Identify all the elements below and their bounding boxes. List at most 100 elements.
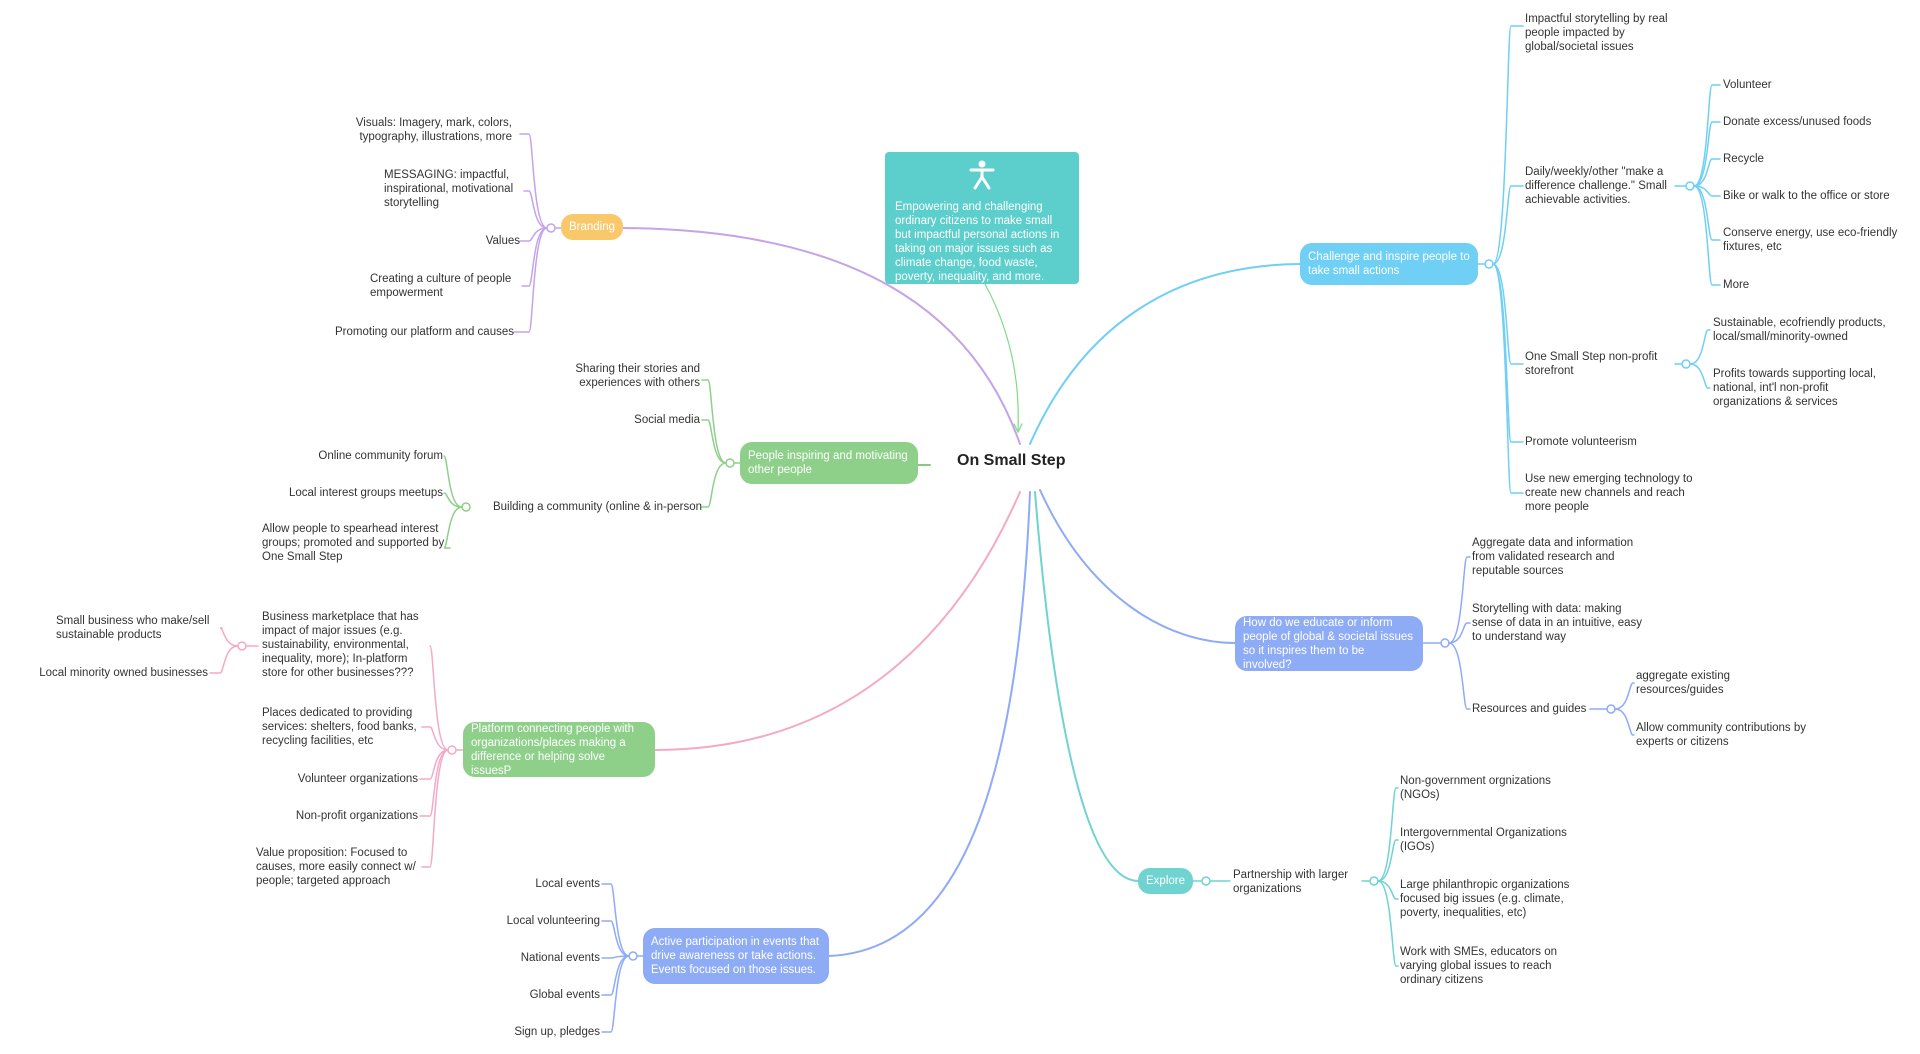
educate-connector [1448,556,1471,644]
platform-connector [421,726,449,751]
daily-handle[interactable] [1685,181,1695,191]
branch-platform [654,491,1021,751]
challenge-connector [1492,263,1524,443]
platform-volunteer-orgs[interactable]: Volunteer organizations [297,773,418,785]
central-topic[interactable]: On Small Step [957,452,1066,469]
educate-aggregate-data[interactable]: Aggregate data and information from vali… [1472,537,1634,577]
daily-bike-walk[interactable]: Bike or walk to the office or store [1723,190,1890,202]
marketplace-handle[interactable] [237,641,247,651]
active-local-events[interactable]: Local events [535,878,600,890]
daily-more[interactable]: More [1723,279,1750,291]
marketplace-small-business[interactable]: Small business who make/sell sustainable… [56,615,210,641]
branding-culture[interactable]: Creating a culture of people empowerment [370,273,512,299]
daily-conserve-energy[interactable]: Conserve energy, use eco-friendly fixtur… [1723,227,1898,253]
active-handle[interactable] [628,951,638,961]
resources-connector [1614,682,1635,710]
topic-explore[interactable]: Explore [1138,868,1193,894]
partnership-handle[interactable] [1369,876,1379,886]
daily-connector [1693,185,1721,286]
partnership-philanthropic[interactable]: Large philanthropic organizations focuse… [1400,879,1570,919]
active-connector [601,955,630,1033]
storefront-profits[interactable]: Profits towards supporting local, nation… [1713,368,1876,408]
branding-connector [523,190,548,229]
challenge-daily[interactable]: Daily/weekly/other "make a difference ch… [1525,166,1667,206]
active-sign-up[interactable]: Sign up, pledges [514,1026,600,1038]
people-handle[interactable] [725,458,735,468]
central-note[interactable]: Empowering and challenging ordinary citi… [885,152,1079,284]
daily-recycle[interactable]: Recycle [1723,153,1764,165]
topic-challenge[interactable]: Challenge and inspire people to take sma… [1300,243,1478,285]
marketplace-minority-owned[interactable]: Local minority owned businesses [39,667,208,679]
resources-aggregate[interactable]: aggregate existing resources/guides [1636,670,1730,696]
active-connector [601,955,630,959]
topic-active-participation[interactable]: Active participation in events that driv… [643,928,829,984]
marketplace-connector [219,627,239,647]
storefront-products[interactable]: Sustainable, ecofriendly products, local… [1713,317,1886,343]
branding-promoting[interactable]: Promoting our platform and causes [335,326,514,338]
educate-resources[interactable]: Resources and guides [1472,703,1587,715]
people-connector [701,379,727,464]
challenge-storytelling[interactable]: Impactful storytelling by real people im… [1525,13,1668,53]
branding-messaging[interactable]: MESSAGING: impactful, inspirational, mot… [384,169,514,209]
partnership-igos[interactable]: Intergovernmental Organizations (IGOs) [1400,827,1567,853]
topic-platform[interactable]: Platform connecting people with organiza… [463,722,655,777]
active-local-volunteering[interactable]: Local volunteering [506,915,600,927]
educate-connector [1448,642,1471,710]
platform-places[interactable]: Places dedicated to providing services: … [262,707,417,747]
topic-people[interactable]: People inspiring and motivating other pe… [740,442,918,484]
branch-branding [622,227,1021,445]
storefront-connector [1689,363,1711,389]
challenge-storefront[interactable]: One Small Step non-profit storefront [1525,351,1658,377]
community-meetups[interactable]: Local interest groups meetups [288,487,443,499]
educate-storytelling-data[interactable]: Storytelling with data: making sense of … [1472,603,1643,643]
challenge-technology[interactable]: Use new emerging technology to create ne… [1525,473,1693,513]
people-connector [701,462,727,508]
person-icon [895,160,1069,194]
people-community[interactable]: Building a community (online & in-person [492,501,702,513]
people-social-media[interactable]: Social media [634,414,700,426]
platform-handle[interactable] [447,745,457,755]
topic-educate[interactable]: How do we educate or inform people of gl… [1235,616,1423,671]
active-global-events[interactable]: Global events [529,989,600,1001]
community-spearhead[interactable]: Allow people to spearhead interest group… [262,523,445,563]
educate-handle[interactable] [1440,638,1450,648]
daily-donate[interactable]: Donate excess/unused foods [1723,116,1872,128]
platform-nonprofit-orgs[interactable]: Non-profit organizations [295,810,418,822]
partnership-connector [1377,880,1399,900]
storefront-connector [1689,329,1711,365]
partnership-connector [1377,880,1399,967]
educate-connector [1448,622,1471,644]
explore-partnership[interactable]: Partnership with larger organizations [1233,869,1349,895]
storefront-handle[interactable] [1681,359,1691,369]
challenge-connector [1492,263,1524,494]
active-national-events[interactable]: National events [520,952,600,964]
challenge-handle[interactable] [1484,259,1494,269]
daily-connector [1693,185,1721,241]
resources-community[interactable]: Allow community contributions by experts… [1636,722,1807,748]
branding-values[interactable]: Values [485,235,520,247]
community-handle[interactable] [461,502,471,512]
branding-visuals[interactable]: Visuals: Imagery, mark, colors, typograp… [355,117,512,143]
platform-connector [419,749,449,817]
note-text: Empowering and challenging ordinary citi… [895,201,1060,283]
people-sharing[interactable]: Sharing their stories and experiences wi… [575,363,700,389]
branch-educate [1039,489,1236,644]
marketplace-connector [209,645,239,674]
platform-marketplace[interactable]: Business marketplace that has impact of … [262,611,419,679]
branding-handle[interactable] [546,223,556,233]
branch-active [828,491,1031,957]
community-forum[interactable]: Online community forum [318,450,443,462]
resources-connector [1614,708,1635,736]
explore-handle[interactable] [1201,876,1211,886]
challenge-volunteerism[interactable]: Promote volunteerism [1525,436,1637,448]
partnership-ngos[interactable]: Non-government orgnizations (NGOs) [1400,775,1551,801]
topic-branding[interactable]: Branding [561,214,623,240]
platform-connector [421,749,449,868]
note-arrow-head [1013,423,1023,434]
platform-value-proposition[interactable]: Value proposition: Focused to causes, mo… [256,847,416,887]
community-connector [443,455,463,508]
daily-volunteer[interactable]: Volunteer [1723,79,1772,91]
note-arrow [984,283,1019,431]
partnership-smes[interactable]: Work with SMEs, educators on varying glo… [1400,946,1558,986]
daily-connector [1693,158,1721,187]
